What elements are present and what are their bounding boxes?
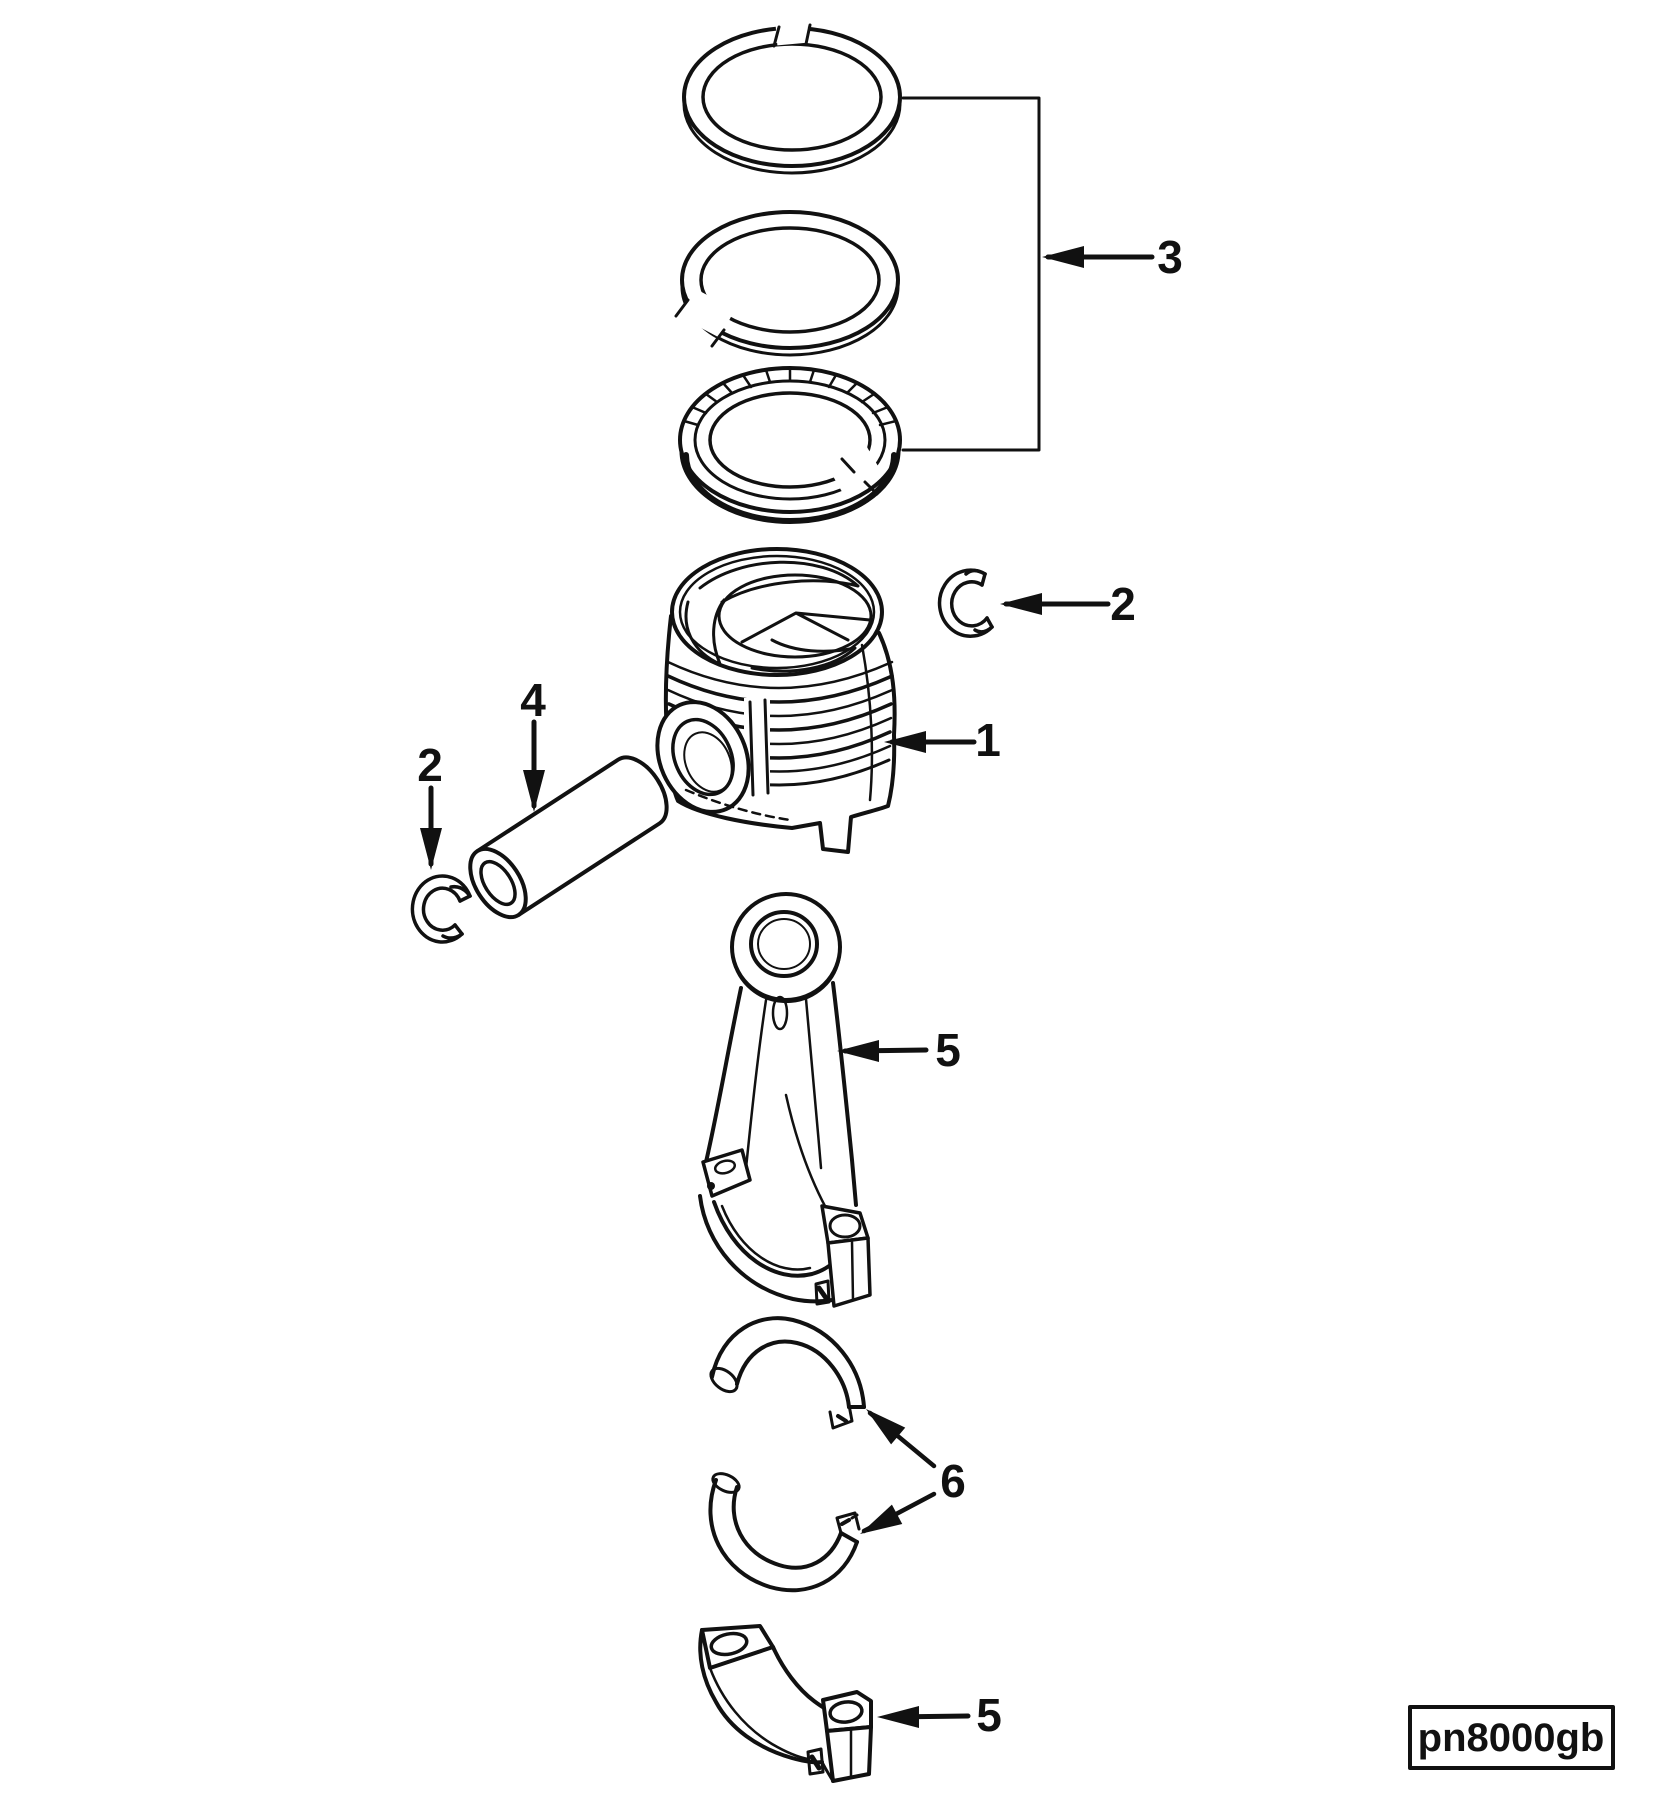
big-end-fork [698, 1148, 872, 1308]
piston-ring-set [674, 12, 1041, 524]
callout-snap-ring-right: 2 [1000, 578, 1136, 630]
arrow-head [523, 770, 545, 812]
callout-piston-pin: 4 [520, 674, 546, 812]
piston [655, 547, 897, 854]
ring-set-bracket [901, 96, 1041, 452]
callout-2-left-label: 2 [417, 739, 443, 791]
arrow-head-upper [866, 1409, 906, 1445]
callout-bearing-cap: 5 [877, 1689, 1002, 1741]
callout-5-rod-label: 5 [935, 1024, 961, 1076]
arrow-head [837, 1040, 879, 1062]
arrow-head [884, 731, 926, 753]
arrow-head-lower [860, 1504, 903, 1534]
callout-1-label: 1 [975, 714, 1001, 766]
callout-4-label: 4 [520, 674, 546, 726]
callout-2-right-label: 2 [1110, 578, 1136, 630]
connecting-rod [698, 892, 872, 1308]
callout-5-cap-label: 5 [976, 1689, 1002, 1741]
arrow-head [420, 828, 442, 870]
rod-bearing-lower [708, 1472, 861, 1593]
callout-rod-bearings: 6 [860, 1409, 966, 1534]
callout-6-label: 6 [940, 1455, 966, 1507]
compression-ring-middle [674, 210, 900, 357]
snap-ring-right [937, 568, 994, 638]
callout-piston: 1 [884, 714, 1001, 766]
callout-3-label: 3 [1157, 231, 1183, 283]
piston-pin-bore [655, 700, 751, 814]
arrow-head [1042, 246, 1084, 268]
figure-code-text: pn8000gb [1418, 1716, 1605, 1760]
callout-snap-ring-left: 2 [417, 739, 443, 870]
combustion-bowl-swirl [684, 560, 873, 673]
compression-ring-top [682, 12, 902, 175]
figure-code-box: pn8000gb [1408, 1705, 1615, 1770]
callout-connecting-rod: 5 [837, 1024, 961, 1076]
rod-bearing-upper [709, 1316, 866, 1430]
callout-ring-set: 3 [1042, 231, 1183, 283]
oil-control-ring [678, 366, 902, 524]
bearing-cap [698, 1624, 873, 1783]
arrow-head [877, 1706, 919, 1728]
piston-pin [468, 755, 669, 920]
oil-ring-slots [682, 366, 898, 427]
arrow-head [1000, 593, 1042, 615]
snap-ring-left [410, 874, 472, 944]
